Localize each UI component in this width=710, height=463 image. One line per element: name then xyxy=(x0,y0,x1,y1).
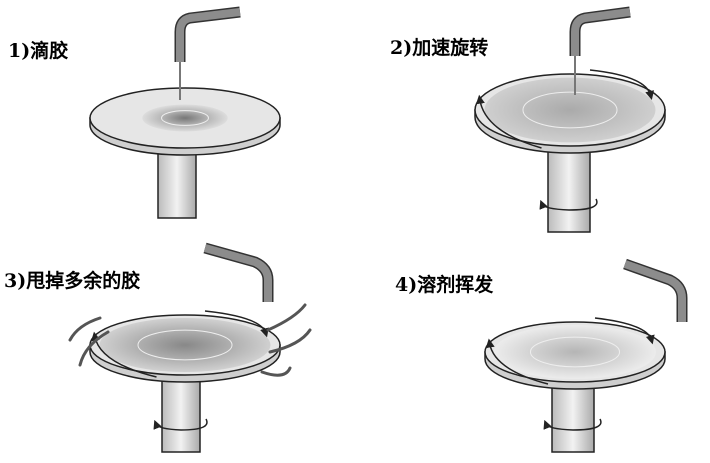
step-2-photoresist xyxy=(484,77,656,143)
step-3-dispense-nozzle xyxy=(203,244,272,302)
step-4-photoresist xyxy=(494,325,656,379)
step-4-spindle-shaft xyxy=(551,381,595,453)
step-4-spindle-rotation-arrow-icon xyxy=(543,418,602,431)
step-1-dispense-nozzle xyxy=(176,8,241,62)
step-2-resist-ring xyxy=(522,91,618,129)
step-3-spindle-rotation-arrow-icon xyxy=(153,418,208,431)
step-3-label: 3)甩掉多余的胶 xyxy=(4,270,141,292)
step-3-resist-ring xyxy=(137,329,233,361)
step-3-flung-resist xyxy=(260,366,292,377)
step-1-resist-ring xyxy=(160,110,210,126)
step-3-spindle-shaft xyxy=(161,374,201,453)
step-2-spindle-shaft xyxy=(547,145,591,233)
step-3-photoresist xyxy=(99,318,271,372)
step-3-flung-resist xyxy=(266,303,307,332)
step-4-label: 4)溶剂挥发 xyxy=(395,274,494,296)
step-1-photoresist xyxy=(142,104,228,132)
step-2-rotation-arrow-icon xyxy=(589,69,655,100)
step-2-rotation-arrow-icon xyxy=(475,94,542,149)
step-4-resist-ring xyxy=(529,336,621,368)
step-2-label: 2)加速旋转 xyxy=(390,37,489,59)
step-2-dispense-nozzle xyxy=(571,8,631,56)
step-1-spindle-shaft xyxy=(157,147,197,219)
step-4-dispense-nozzle xyxy=(623,260,686,322)
step-2-spindle-rotation-arrow-icon xyxy=(539,198,598,211)
step-4-rotation-arrow-icon xyxy=(594,317,655,345)
step-3-rotation-arrow-icon xyxy=(204,310,269,338)
step-4-rotation-arrow-icon xyxy=(485,338,549,385)
step-3-flung-resist xyxy=(268,328,312,354)
step-1-label: 1)滴胶 xyxy=(8,40,69,62)
step-3-flung-resist xyxy=(68,316,102,342)
step-3-flung-resist xyxy=(78,330,110,367)
